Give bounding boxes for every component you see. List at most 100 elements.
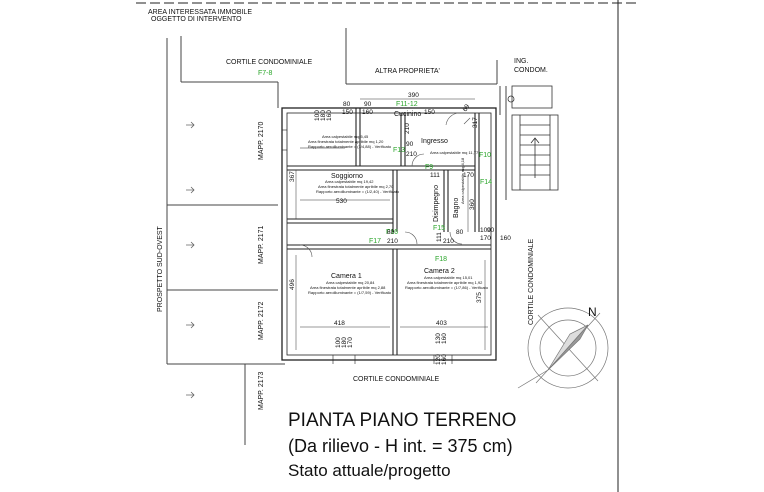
window-tag-f10: F10 bbox=[479, 152, 491, 159]
dim-375: 375 bbox=[476, 292, 483, 303]
cortile-bottom-label: CORTILE CONDOMINIALE bbox=[353, 376, 440, 383]
boundary-lines bbox=[166, 28, 507, 445]
mapp-2171-label: MAPP. 2171 bbox=[258, 225, 265, 264]
dim-390: 390 bbox=[408, 92, 419, 99]
cucinino-window: Area finestrata totalmente apribile mq 1… bbox=[308, 139, 384, 144]
camera2-window: Area finestrata totalmente apribile mq 1… bbox=[407, 280, 483, 285]
camera1-ratio: Rapporto aeroilluminante = (1/7,59) - Ve… bbox=[308, 290, 392, 295]
dim-496: 496 bbox=[289, 279, 296, 290]
dim-160a: 160 bbox=[362, 109, 373, 116]
cortile-right-label: CORTILE CONDOMINIALE bbox=[528, 238, 535, 325]
window-tag-f1112: F11-12 bbox=[396, 101, 418, 108]
dim-367: 367 bbox=[289, 171, 296, 182]
window-tag-f13: F13 bbox=[393, 147, 405, 154]
dim-530: 530 bbox=[336, 198, 347, 205]
dim-80a: 80 bbox=[343, 101, 351, 108]
dimension-numbers: 390 80 90 150 160 150 69 317 100 180 160… bbox=[289, 92, 511, 365]
interior-walls bbox=[287, 108, 491, 355]
soggiorno-window: Area finestrata totalmente apribile mq 2… bbox=[318, 184, 394, 189]
dim-120: 120 bbox=[435, 354, 442, 365]
exterior-walls bbox=[281, 107, 497, 361]
dim-80b: 80 bbox=[387, 229, 395, 236]
window-markers bbox=[282, 129, 453, 364]
dim-360: 360 bbox=[469, 199, 476, 210]
dim-160e: 160 bbox=[441, 354, 448, 365]
dim-160b: 160 bbox=[326, 110, 333, 121]
door-swings bbox=[299, 112, 471, 258]
dim-130: 130 bbox=[435, 333, 442, 344]
camera1-window: Area finestrata totalmente apribile mq 2… bbox=[310, 285, 386, 290]
window-tag-f78: F7-8 bbox=[258, 70, 273, 77]
camera2-area: Area calpestabile mq 15,01 bbox=[424, 275, 473, 280]
north-label: N bbox=[588, 305, 597, 319]
dim-90b: 90 bbox=[406, 141, 414, 148]
dim-403: 403 bbox=[436, 320, 447, 327]
dim-90c: 90 bbox=[487, 227, 495, 234]
dim-150b: 150 bbox=[424, 109, 435, 116]
mapp-2170-label: MAPP. 2170 bbox=[258, 121, 265, 160]
title-line2: (Da rilievo - H int. = 375 cm) bbox=[288, 436, 513, 456]
area-label-line2: OGGETTO DI INTERVENTO bbox=[151, 16, 242, 23]
dim-170b: 170 bbox=[480, 235, 491, 242]
room-camera1: Camera 1 bbox=[331, 273, 362, 280]
window-tags: F7-8 F11-12 F13 F10 F9 F14 F16 F17 F15 F… bbox=[258, 70, 492, 263]
dim-150a: 150 bbox=[342, 109, 353, 116]
dim-100c: 100 bbox=[335, 337, 342, 348]
room-disimpegno: Disimpegno bbox=[433, 185, 440, 222]
mapp-2173-label: MAPP. 2173 bbox=[258, 371, 265, 410]
altra-proprieta-label: ALTRA PROPRIETA' bbox=[375, 68, 440, 75]
dim-210b: 210 bbox=[404, 123, 411, 134]
dim-80c: 80 bbox=[456, 229, 464, 236]
dim-100a: 100 bbox=[314, 110, 321, 121]
room-soggiorno: Soggiorno bbox=[331, 173, 363, 180]
dim-111b: 111 bbox=[436, 232, 443, 242]
dim-418: 418 bbox=[334, 320, 345, 327]
room-ingresso: Ingresso bbox=[421, 138, 448, 145]
dim-317: 317 bbox=[472, 117, 479, 128]
dim-69: 69 bbox=[462, 103, 472, 113]
dim-210c: 210 bbox=[387, 238, 398, 245]
cortile-top-label: CORTILE CONDOMINIALE bbox=[226, 59, 313, 66]
stairwell bbox=[507, 85, 559, 191]
prospetto-label: PROSPETTO SUD-OVEST bbox=[157, 225, 164, 312]
dim-210a: 210 bbox=[406, 151, 417, 158]
room-cucinino: Cucinino bbox=[394, 111, 421, 118]
camera1-area: Area calpestabile mq 20,84 bbox=[326, 280, 375, 285]
cucinino-ratio: Rapporto aeroilluminante = (1/4,88) - Ve… bbox=[308, 144, 392, 149]
dim-210d: 210 bbox=[443, 238, 454, 245]
ing-condom-label-2: CONDOM. bbox=[514, 67, 548, 74]
room-camera2: Camera 2 bbox=[424, 268, 455, 275]
header-caption: AREA INTERESSATA IMMOBILE OGGETTO DI INT… bbox=[148, 9, 252, 23]
window-tag-f15: F15 bbox=[433, 225, 445, 232]
dimension-lines bbox=[295, 98, 488, 350]
dim-180b: 180 bbox=[341, 337, 348, 348]
title-line3: Stato attuale/progetto bbox=[288, 461, 451, 480]
cucinino-area: Area calpestabile mq 5,45 bbox=[322, 134, 369, 139]
room-bagno: Bagno bbox=[453, 198, 460, 218]
window-tag-f9: F9 bbox=[425, 164, 433, 171]
dim-160c: 160 bbox=[500, 235, 511, 242]
soggiorno-ratio: Rapporto aeroilluminante = (1/2,40) - Ve… bbox=[316, 189, 400, 194]
dim-160d: 160 bbox=[441, 333, 448, 344]
dim-180a: 180 bbox=[320, 110, 327, 121]
ingresso-area: Area calpestabile mq 11,77 bbox=[430, 150, 479, 155]
area-label-line1: AREA INTERESSATA IMMOBILE bbox=[148, 9, 252, 16]
camera2-ratio: Rapporto aeroilluminante = (1/7,86) - Ve… bbox=[405, 285, 489, 290]
boundary-arrows bbox=[186, 121, 195, 399]
window-tag-f14: F14 bbox=[480, 179, 492, 186]
window-tag-f16: F16 bbox=[386, 229, 398, 236]
window-tag-f18: F18 bbox=[435, 256, 447, 263]
dim-90a: 90 bbox=[364, 101, 372, 108]
title-line1: PIANTA PIANO TERRENO bbox=[288, 410, 517, 431]
window-tag-f17: F17 bbox=[369, 238, 381, 245]
dim-111a: 111 bbox=[430, 172, 440, 179]
soggiorno-area: Area calpestabile mq 19,42 bbox=[325, 179, 374, 184]
bagno-area: Area calpestabile mq 4,18 bbox=[460, 157, 465, 204]
dim-170c: 170 bbox=[347, 337, 354, 348]
dim-100b: 100 bbox=[480, 227, 491, 234]
dim-170a: 170 bbox=[463, 172, 474, 179]
ing-condom-label-1: ING. bbox=[514, 58, 528, 65]
mapp-2172-label: MAPP. 2172 bbox=[258, 301, 265, 340]
north-compass bbox=[517, 307, 609, 389]
